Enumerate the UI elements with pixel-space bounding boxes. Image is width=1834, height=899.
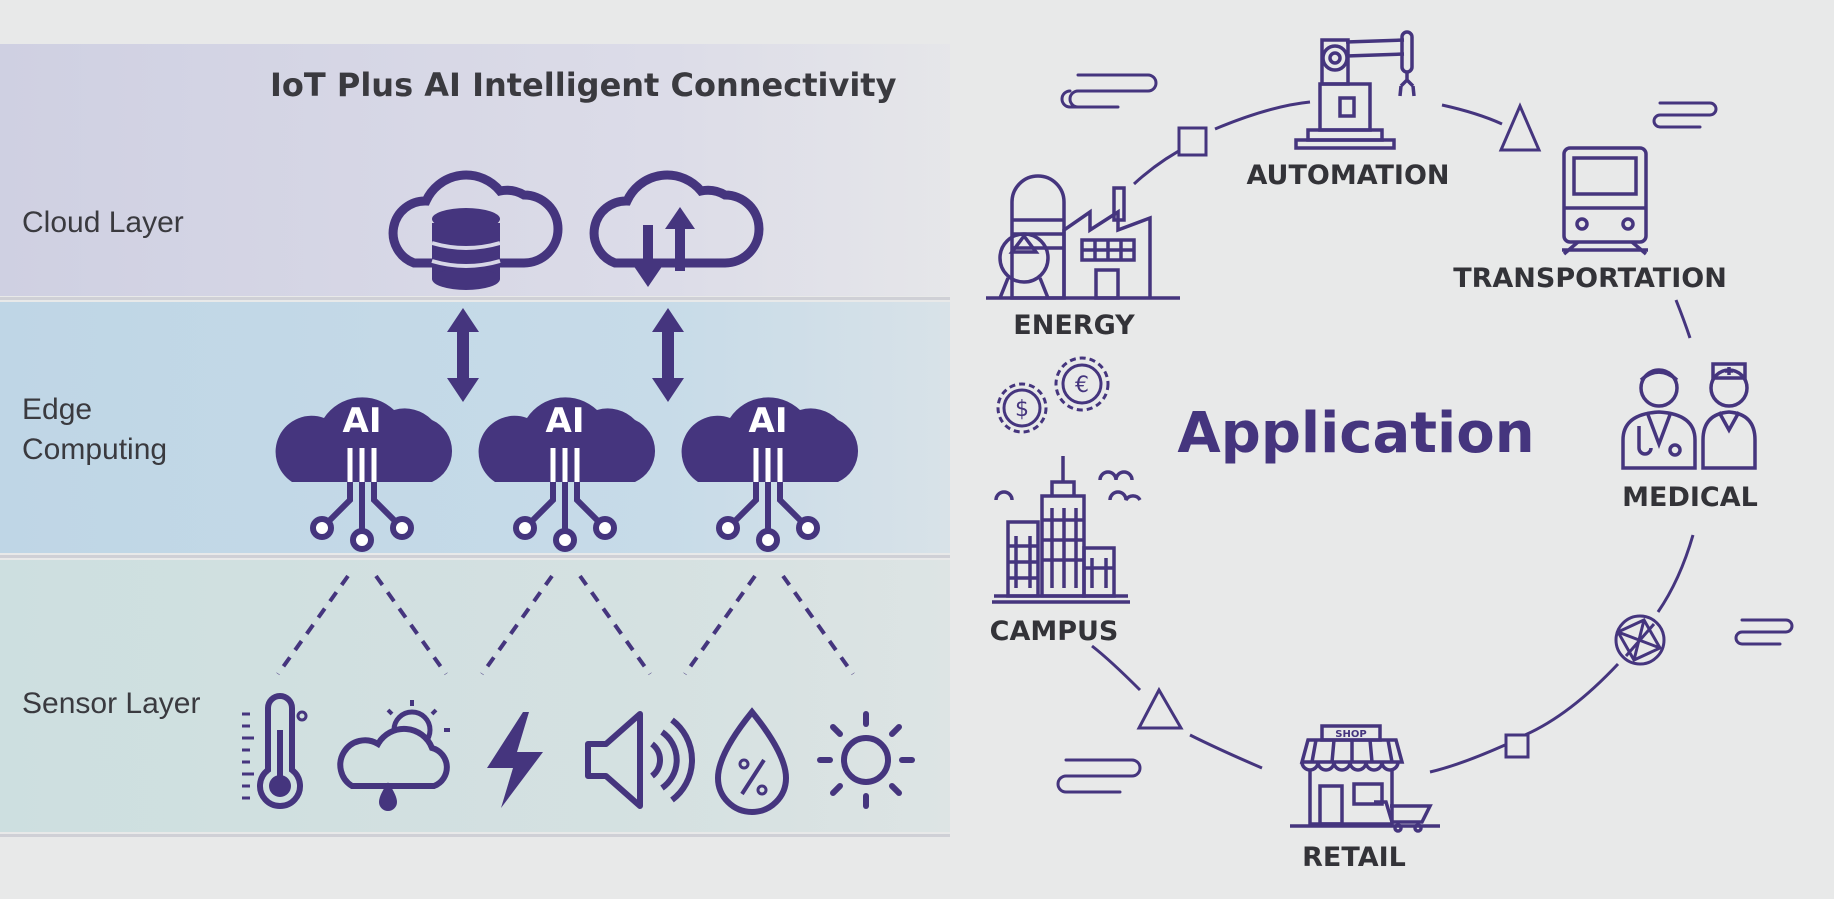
app-label-medical: MEDICAL (1622, 482, 1758, 513)
ai-cloud-chip-icon: AI (681, 397, 859, 552)
app-label-energy: ENERGY (1013, 310, 1135, 341)
ai-node-label: AI (749, 401, 788, 441)
diagram-title: IoT Plus AI Intelligent Connectivity (270, 66, 897, 104)
cloud-sync-icon (594, 175, 759, 287)
app-label-campus: CAMPUS (990, 616, 1119, 647)
shop-icon: SHOP (1290, 724, 1440, 833)
robot-arm-icon (1294, 30, 1416, 150)
app-label-transportation: TRANSPORTATION (1453, 263, 1727, 294)
train-icon (1562, 146, 1648, 256)
humidity-icon (714, 707, 790, 815)
ring-markers (1136, 102, 1542, 759)
speaker-icon (585, 711, 695, 809)
svg-text:$: $ (1015, 397, 1029, 422)
shop-sign-text: SHOP (1335, 729, 1366, 740)
app-label-retail: RETAIL (1302, 842, 1406, 873)
layer-divider (0, 555, 950, 558)
sensor-layer-label: Sensor Layer (22, 687, 201, 720)
application-title: Application (1177, 401, 1534, 466)
ai-node-label: AI (343, 401, 382, 441)
edge-layer-label-line1: Edge (22, 393, 93, 426)
globe-icon (1614, 614, 1666, 666)
cloud-database-icon (393, 175, 558, 290)
lightning-icon (487, 712, 543, 808)
decorative-dashes (1056, 73, 1794, 794)
sensor-layer-band (0, 560, 950, 832)
factory-energy-icon (986, 174, 1180, 300)
ai-cloud-chip-icon: AI (478, 397, 656, 552)
sun-icon (817, 711, 915, 809)
sync-arrow-icon (447, 308, 684, 402)
cloud-layer-label: Cloud Layer (22, 206, 184, 239)
ai-cloud-chip-icon: AI (275, 397, 453, 552)
thermometer-icon (242, 693, 308, 809)
currency-gears-icon: $ € (996, 356, 1110, 434)
campus-buildings-icon (992, 456, 1142, 604)
svg-text:€: € (1075, 373, 1089, 398)
application-ring (1091, 100, 1695, 774)
ai-node-label: AI (546, 401, 585, 441)
app-label-automation: AUTOMATION (1246, 160, 1449, 191)
weather-icon (337, 700, 450, 811)
dashed-connection-lines (276, 574, 855, 676)
edge-layer-label-line2: Computing (22, 433, 168, 466)
doctors-icon (1621, 362, 1757, 470)
layer-divider (0, 834, 950, 837)
layer-divider (0, 297, 950, 300)
